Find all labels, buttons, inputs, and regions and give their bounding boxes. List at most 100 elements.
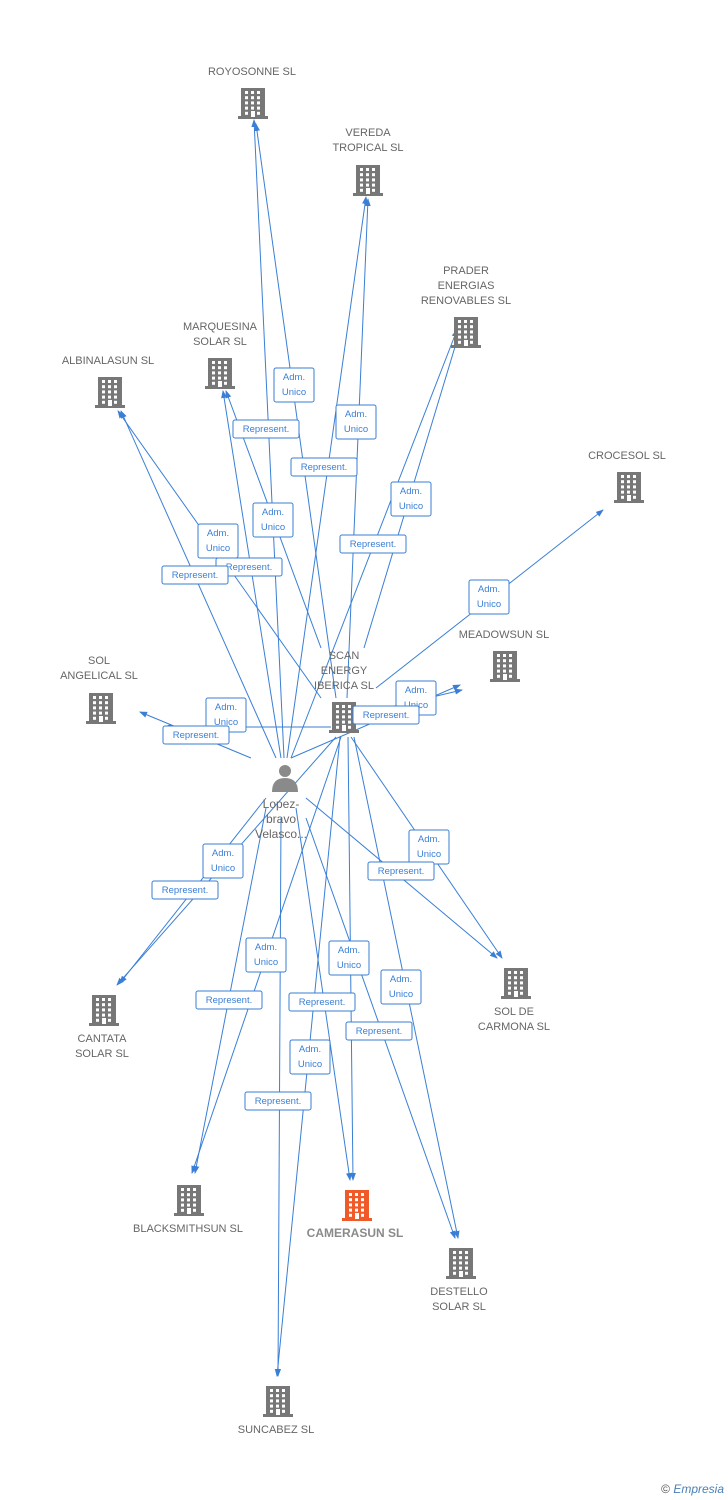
edge-label-text: Represent. (350, 539, 396, 550)
building-icon (614, 472, 644, 503)
node-label: ENERGY (321, 665, 368, 677)
edge-label-text: Unico (417, 849, 441, 860)
node-label: RENOVABLES SL (421, 295, 511, 307)
edge-label-text: Unico (477, 599, 501, 610)
node-label: SOL DE (494, 1006, 534, 1018)
edge-label-text: Represent. (363, 710, 409, 721)
node-label: IBERICA SL (314, 680, 374, 692)
edge-arrow (253, 123, 337, 699)
edge-label-15[interactable]: Adm.Unico (202, 843, 244, 879)
node-label: PRADER (443, 265, 489, 277)
edge-label-9[interactable]: Represent. (161, 565, 229, 585)
edge-label-13[interactable]: Adm.Unico (205, 697, 247, 733)
building-icon (501, 968, 531, 999)
node-label: ENERGIAS (438, 280, 495, 292)
node-label: ROYOSONNE SL (208, 66, 296, 78)
node-label: bravo (266, 812, 296, 826)
edge-label-text: Represent. (243, 424, 289, 435)
edge-lopez-to-vereda (286, 196, 368, 759)
edge-label-text: Adm. (215, 702, 237, 713)
node-label: SOLAR SL (193, 336, 247, 348)
edge-label-text: Adm. (345, 409, 367, 420)
node-label: Velasco... (255, 827, 307, 841)
edge-label-1[interactable]: Represent. (232, 419, 300, 439)
building-icon (238, 88, 268, 119)
node-albinalasun[interactable]: ALBINALASUN SL (62, 355, 154, 408)
building-icon (446, 1248, 476, 1279)
node-meadowsun[interactable]: MEADOWSUN SL (459, 629, 549, 682)
node-scan[interactable]: SCAN ENERGY IBERICA SL (314, 650, 374, 733)
node-label: MARQUESINA (183, 321, 258, 333)
node-solangelical[interactable]: SOL ANGELICAL SL (60, 655, 138, 724)
edge-label-text: Represent. (356, 1026, 402, 1037)
edge-label-18[interactable]: Represent. (367, 861, 435, 881)
building-icon (451, 317, 481, 348)
edge-label-10[interactable]: Adm. Unico (468, 579, 510, 615)
node-label: SOLAR SL (75, 1048, 129, 1060)
node-destello[interactable]: DESTELLO SOLAR SL (430, 1248, 488, 1313)
building-icon (95, 377, 125, 408)
edge-label-4[interactable]: Adm.Unico (390, 481, 432, 517)
edge-label-14[interactable]: Represent. (162, 725, 230, 745)
node-suncabez[interactable]: SUNCABEZ SL (238, 1386, 314, 1436)
edge-label-text: Unico (298, 1059, 322, 1070)
edge-label-12[interactable]: Represent. (352, 705, 420, 725)
node-label: SUNCABEZ SL (238, 1424, 314, 1436)
node-label: MEADOWSUN SL (459, 629, 549, 641)
edge-label-5[interactable]: Represent. (339, 534, 407, 554)
node-blacksmithsun[interactable]: BLACKSMITHSUN SL (133, 1185, 243, 1235)
node-label: CANTATA (78, 1033, 128, 1045)
node-prader[interactable]: PRADER ENERGIAS RENOVABLES SL (421, 265, 511, 348)
node-crocesol[interactable]: CROCESOL SL (588, 450, 666, 503)
node-label: SCAN (329, 650, 360, 662)
node-camerasun[interactable]: CAMERASUN SL (307, 1190, 404, 1240)
edge-label-text: Unico (282, 387, 306, 398)
edge-label-2[interactable]: Represent. (290, 457, 358, 477)
node-label: SOL (88, 655, 110, 667)
edge-label-26[interactable]: Represent. (244, 1091, 312, 1111)
edge-label-17[interactable]: Adm.Unico (408, 829, 450, 865)
node-cantata[interactable]: CANTATA SOLAR SL (75, 995, 129, 1060)
node-label: ANGELICAL SL (60, 670, 138, 682)
edge-label-text: Unico (399, 501, 423, 512)
building-icon (86, 693, 116, 724)
edge-label-16[interactable]: Represent. (151, 880, 219, 900)
edge-label-20[interactable]: Represent. (195, 990, 263, 1010)
node-lopez[interactable]: Lopez-bravoVelasco... (255, 765, 307, 841)
node-marquesina[interactable]: MARQUESINA SOLAR SL (183, 321, 258, 389)
edge-label-text: Represent. (162, 885, 208, 896)
edge-label-text: Adm. (212, 848, 234, 859)
edge-label-23[interactable]: Adm.Unico (380, 969, 422, 1005)
edge-label-text: Adm. (478, 584, 500, 595)
edge-label-text: Represent. (206, 995, 252, 1006)
building-icon (490, 651, 520, 682)
edge-arrow (286, 196, 368, 759)
node-label: BLACKSMITHSUN SL (133, 1223, 243, 1235)
edge-label-6[interactable]: Adm. Unico (252, 502, 294, 538)
building-icon (329, 702, 359, 733)
edge-label-text: Represent. (172, 570, 218, 581)
edge-label-text: Adm. (262, 507, 284, 518)
node-label: CROCESOL SL (588, 450, 666, 462)
node-label: SOLAR SL (432, 1301, 486, 1313)
edge-label-0[interactable]: Adm.Unico (273, 367, 315, 403)
edge-label-19[interactable]: Adm.Unico (245, 937, 287, 973)
edge-label-8[interactable]: Adm.Unico (197, 523, 239, 559)
node-label: DESTELLO (430, 1286, 488, 1298)
edge-label-25[interactable]: Adm.Unico (289, 1039, 331, 1075)
brand-logo[interactable]: Empresia (673, 1482, 724, 1496)
edge-label-21[interactable]: Adm.Unico (328, 940, 370, 976)
building-icon (342, 1190, 372, 1221)
node-royosonne[interactable]: ROYOSONNE SL (208, 66, 296, 119)
edge-label-text: Unico (389, 989, 413, 1000)
edge-label-3[interactable]: Adm.Unico (335, 404, 377, 440)
edge-label-24[interactable]: Represent. (345, 1021, 413, 1041)
copyright-icon: © (661, 1482, 670, 1496)
edge-lopez-to-royosonne (251, 119, 285, 759)
edge-label-text: Unico (261, 522, 285, 533)
edge-label-22[interactable]: Represent. (288, 992, 356, 1012)
person-icon (272, 765, 298, 792)
